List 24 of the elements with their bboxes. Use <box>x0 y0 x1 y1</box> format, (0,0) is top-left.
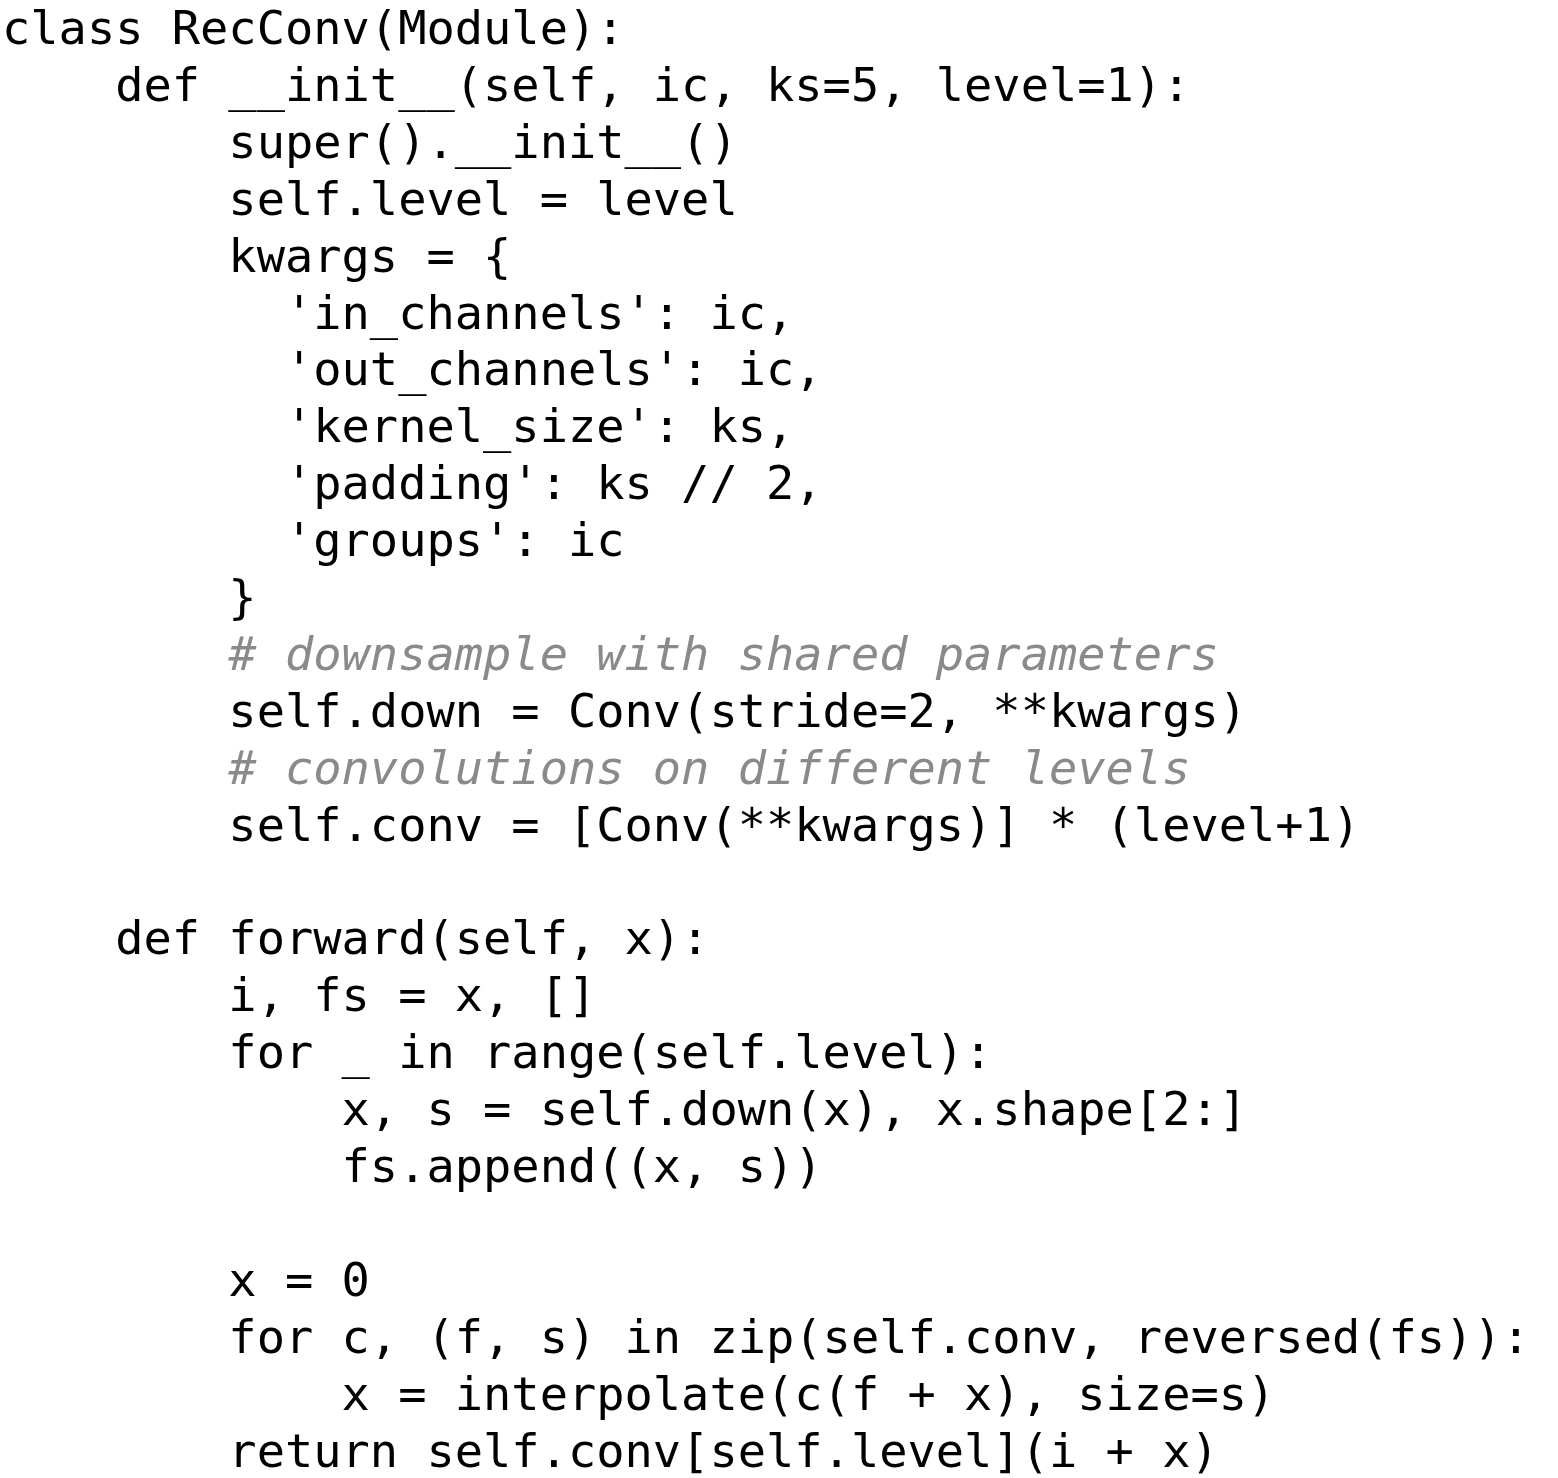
code-line: for _ in range(self.level): <box>227 1026 993 1079</box>
code-line: self.down = Conv(stride=2, **kwargs) <box>227 684 1248 737</box>
code-line: self.level = level <box>227 172 738 225</box>
code-line: x, s = self.down(x), x.shape[2:] <box>340 1083 1248 1136</box>
code-line: 'groups': ic <box>283 514 625 567</box>
code-line: 'padding': ks // 2, <box>283 457 823 510</box>
code-line: i, fs = x, [] <box>227 969 597 1022</box>
code-line: def forward(self, x): <box>114 912 710 965</box>
code-line: x = 0 <box>227 1253 370 1306</box>
code-line: def __init__(self, ic, ks=5, level=1): <box>114 58 1191 111</box>
code-line: class RecConv(Module): <box>2 2 625 54</box>
code-line: self.conv = [Conv(**kwargs)] * (level+1) <box>227 798 1361 851</box>
code-line: fs.append((x, s)) <box>340 1140 823 1192</box>
code-line: 'kernel_size': ks, <box>283 400 795 453</box>
code-line: kwargs = { <box>227 229 512 282</box>
code-comment: # downsample with shared parameters <box>227 627 1219 680</box>
code-line: return self.conv[self.level](i + x) <box>227 1424 1219 1477</box>
code-line: super().__init__() <box>227 115 738 168</box>
code-line: 'out_channels': ic, <box>283 343 823 396</box>
code-line: 'in_channels': ic, <box>283 286 795 339</box>
code-line: } <box>227 571 257 623</box>
code-comment: # convolutions on different levels <box>227 741 1191 794</box>
code-line: for c, (f, s) in zip(self.conv, reversed(fs)): <box>227 1310 1530 1363</box>
code-line: x = interpolate(c(f + x), size=s) <box>340 1367 1276 1420</box>
